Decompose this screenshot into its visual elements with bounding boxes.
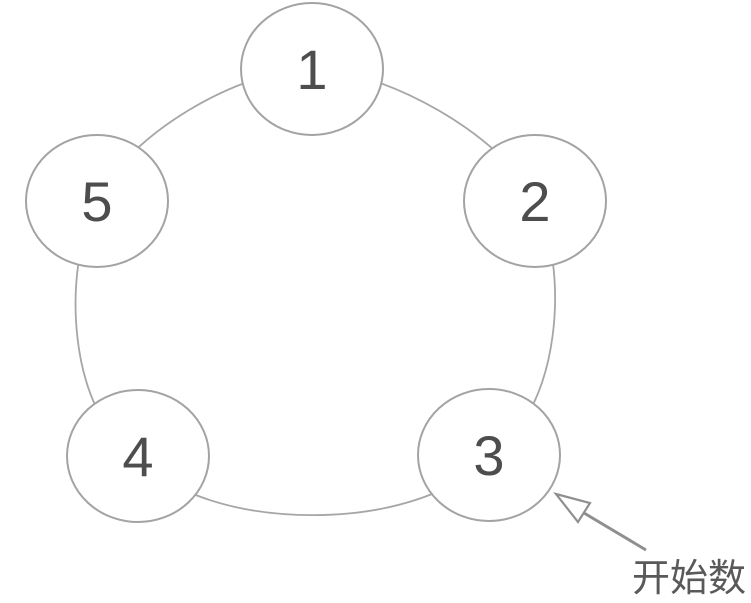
- node-3-label: 3: [473, 424, 504, 487]
- node-4-circle: [66, 389, 210, 523]
- arrowhead-icon: [553, 492, 592, 524]
- start-arrow: [553, 492, 647, 552]
- node-2-label: 2: [519, 170, 550, 233]
- node-1: 1: [240, 2, 384, 136]
- node-3-circle: [417, 388, 561, 522]
- node-5-label: 5: [81, 170, 112, 233]
- node-1-circle: [240, 2, 384, 136]
- node-5-circle: [25, 134, 169, 268]
- start-label: 开始数: [632, 558, 746, 600]
- node-2-circle: [463, 134, 607, 268]
- node-1-label: 1: [296, 38, 327, 101]
- node-3: 3: [417, 388, 561, 522]
- node-4: 4: [66, 389, 210, 523]
- node-4-label: 4: [122, 425, 153, 488]
- start-arrow-shaft: [583, 511, 647, 552]
- node-2: 2: [463, 134, 607, 268]
- node-5: 5: [25, 134, 169, 268]
